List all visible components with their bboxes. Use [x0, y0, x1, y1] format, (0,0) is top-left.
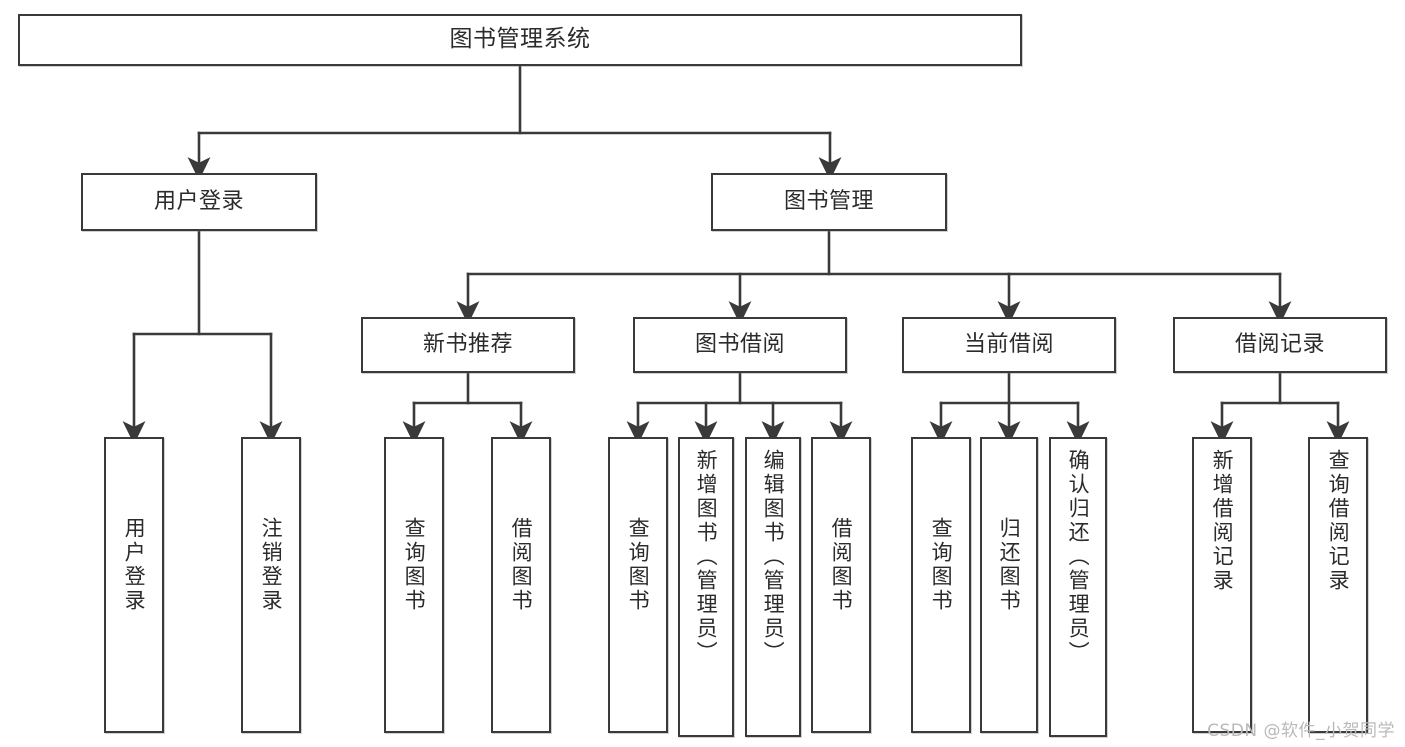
node-label: 确认归还（管理员） [1066, 449, 1091, 665]
leaf-query-borrow-record[interactable]: 查询借阅记录 [1308, 437, 1368, 733]
node-label: 注销登录 [259, 517, 284, 613]
node-label: 用户登录 [122, 517, 147, 613]
node-root-book-management-system[interactable]: 图书管理系统 [18, 14, 1022, 66]
node-label: 新增借阅记录 [1210, 449, 1235, 593]
csdn-watermark: CSDN @软件_小贺同学 [1207, 721, 1395, 741]
node-current-borrow[interactable]: 当前借阅 [902, 317, 1116, 373]
node-label: 用户登录 [153, 188, 244, 214]
leaf-borrow-book-recommend[interactable]: 借阅图书 [491, 437, 551, 733]
node-label: 图书管理 [783, 188, 874, 214]
node-label: 归还图书 [997, 517, 1022, 613]
node-label: 新书推荐 [422, 331, 513, 357]
node-label: 借阅图书 [509, 517, 534, 613]
leaf-confirm-return-admin[interactable]: 确认归还（管理员） [1049, 437, 1107, 737]
node-label: 查询图书 [402, 517, 427, 613]
node-user-login[interactable]: 用户登录 [81, 173, 317, 231]
node-label: 查询图书 [929, 517, 954, 613]
leaf-user-login[interactable]: 用户登录 [104, 437, 164, 733]
node-label: 查询借阅记录 [1326, 449, 1351, 593]
node-label: 图书管理系统 [449, 26, 591, 53]
node-book-management[interactable]: 图书管理 [711, 173, 947, 231]
node-label: 图书借阅 [694, 331, 785, 357]
leaf-logout-login[interactable]: 注销登录 [241, 437, 301, 733]
leaf-borrow-book-borrow[interactable]: 借阅图书 [811, 437, 871, 733]
leaf-edit-book-admin[interactable]: 编辑图书（管理员） [745, 437, 801, 737]
leaf-query-book-current[interactable]: 查询图书 [911, 437, 971, 733]
node-label: 借阅图书 [829, 517, 854, 613]
node-label: 编辑图书（管理员） [761, 449, 786, 665]
leaf-return-book[interactable]: 归还图书 [980, 437, 1038, 733]
node-book-borrow[interactable]: 图书借阅 [633, 317, 847, 373]
leaf-add-borrow-record[interactable]: 新增借阅记录 [1192, 437, 1252, 733]
leaf-query-book-borrow[interactable]: 查询图书 [608, 437, 668, 733]
node-label: 当前借阅 [963, 331, 1054, 357]
node-label: 新增图书（管理员） [694, 449, 719, 665]
leaf-query-book-recommend[interactable]: 查询图书 [384, 437, 444, 733]
node-borrow-record[interactable]: 借阅记录 [1173, 317, 1387, 373]
node-label: 借阅记录 [1234, 331, 1325, 357]
node-label: 查询图书 [626, 517, 651, 613]
leaf-add-book-admin[interactable]: 新增图书（管理员） [678, 437, 734, 737]
node-new-book-recommend[interactable]: 新书推荐 [361, 317, 575, 373]
